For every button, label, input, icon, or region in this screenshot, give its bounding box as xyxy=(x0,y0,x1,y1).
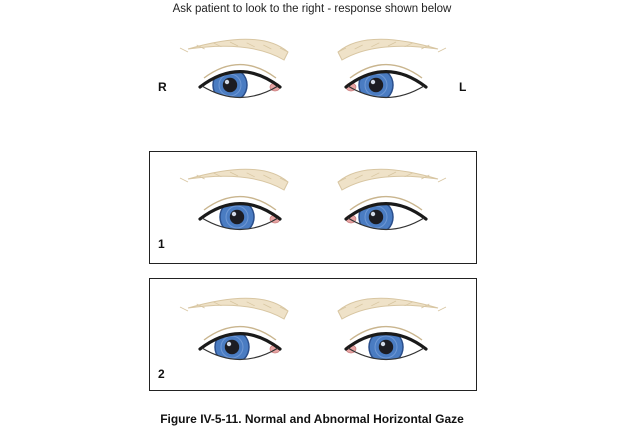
lower-eyelid xyxy=(201,85,279,99)
eyebrow xyxy=(187,168,289,191)
pupil xyxy=(229,209,245,225)
upper-eyelid xyxy=(344,70,428,89)
panel-2-number: 2 xyxy=(158,367,165,381)
eyebrow xyxy=(337,38,439,61)
highlight xyxy=(231,211,237,217)
highlight xyxy=(370,211,376,217)
face-panel-2 xyxy=(179,297,447,361)
figure-caption: Figure IV-5-11. Normal and Abnormal Hori… xyxy=(160,412,464,426)
highlight xyxy=(370,79,376,85)
eyelid-crease xyxy=(203,63,277,79)
instruction-caption: Ask patient to look to the right - respo… xyxy=(172,3,452,15)
upper-eyelid xyxy=(198,202,282,221)
eyebrow xyxy=(187,38,289,61)
lower-eyelid xyxy=(201,217,279,231)
eyebrow xyxy=(337,168,439,191)
left-side-label: L xyxy=(459,80,467,94)
lower-eyelid xyxy=(347,85,425,99)
face-top xyxy=(179,38,447,99)
highlight xyxy=(224,79,230,85)
eyelid-crease xyxy=(203,195,277,211)
upper-eyelid xyxy=(198,332,282,351)
highlight xyxy=(226,341,232,347)
pupil xyxy=(368,209,384,225)
pupil xyxy=(224,339,240,355)
eyelid-crease xyxy=(203,325,277,341)
pupil xyxy=(378,339,394,355)
eyelid-crease xyxy=(349,63,423,79)
lower-eyelid xyxy=(201,347,279,361)
eyelid-crease xyxy=(349,325,423,341)
upper-eyelid xyxy=(344,332,428,351)
eyebrow xyxy=(187,297,289,320)
face-panel-1 xyxy=(179,168,447,231)
panel-1 xyxy=(149,151,477,264)
lower-eyelid xyxy=(347,217,425,231)
panel-1-number: 1 xyxy=(158,237,165,251)
right-side-label: R xyxy=(158,80,167,94)
pupil xyxy=(222,77,238,93)
pupil xyxy=(368,77,384,93)
upper-eyelid xyxy=(198,70,282,89)
eyelid-crease xyxy=(349,195,423,211)
highlight xyxy=(380,341,386,347)
upper-eyelid xyxy=(344,202,428,221)
lower-eyelid xyxy=(347,347,425,361)
panel-2 xyxy=(149,278,477,391)
eyebrow xyxy=(337,297,439,320)
